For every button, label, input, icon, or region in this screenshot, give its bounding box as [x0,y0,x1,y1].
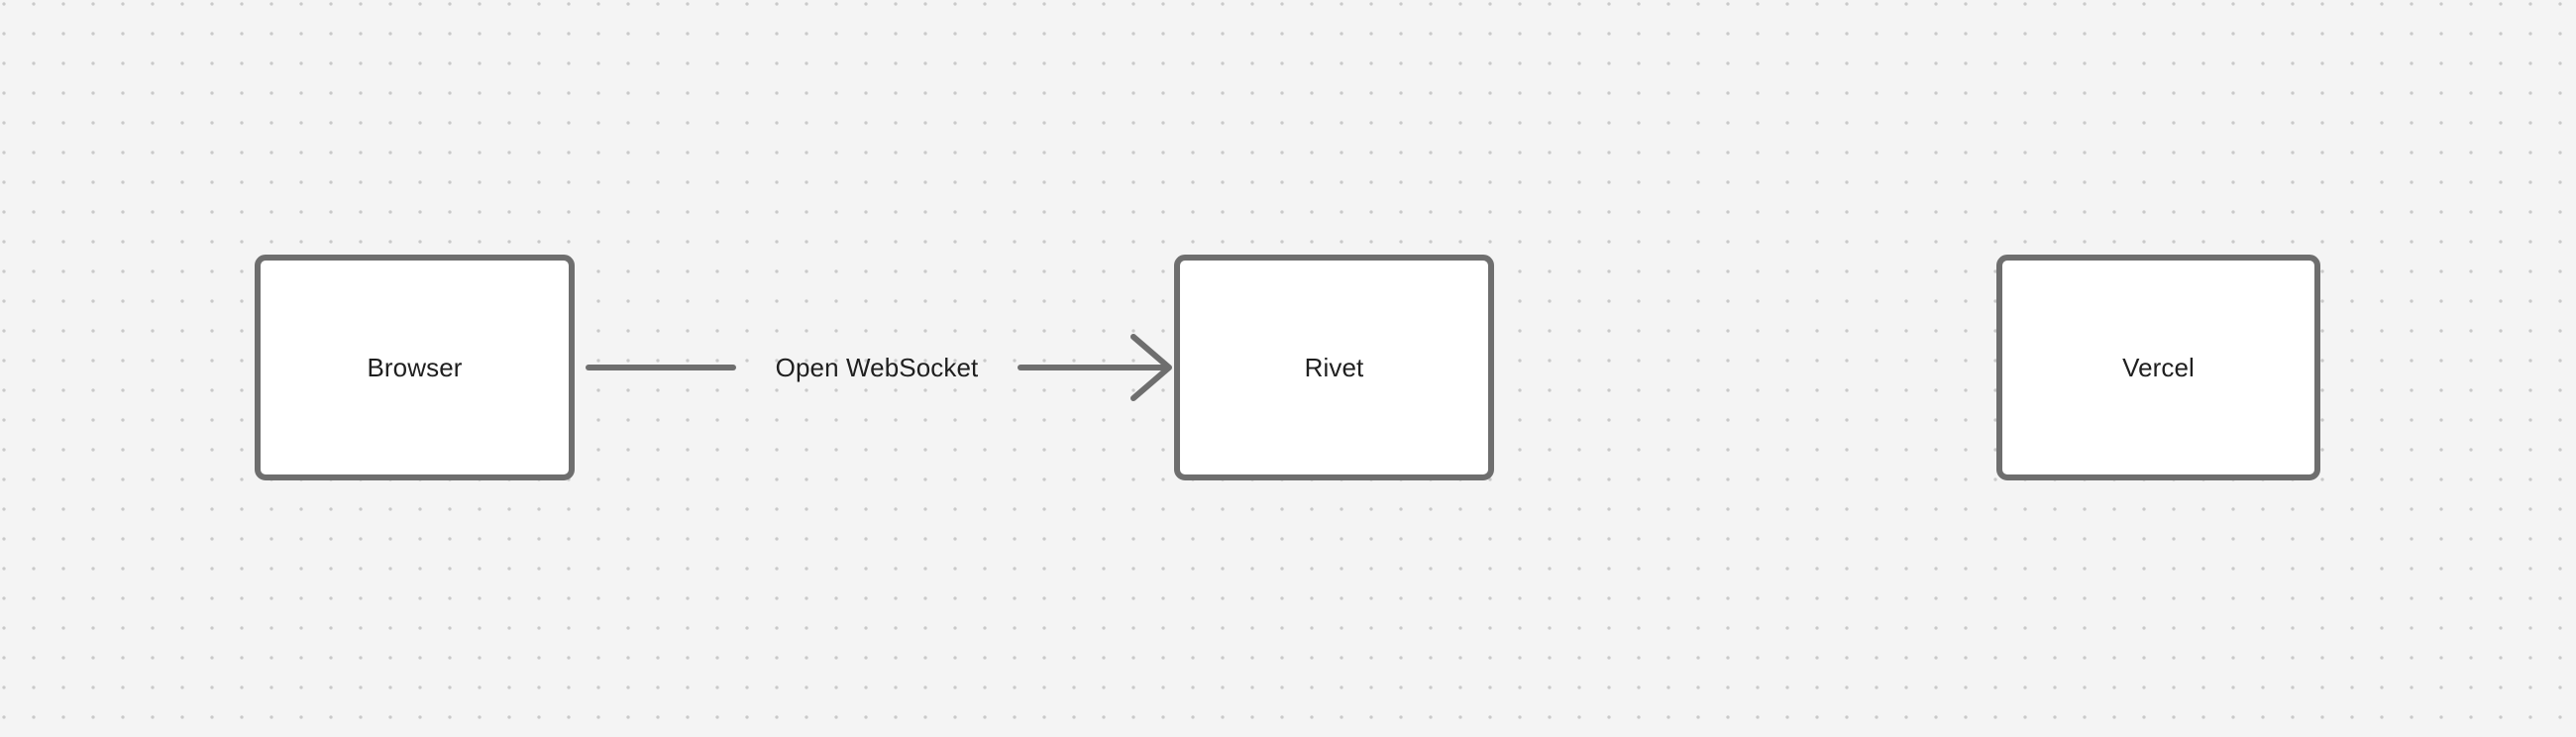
node-browser-label: Browser [367,353,463,382]
node-rivet[interactable]: Rivet [1174,255,1494,480]
node-rivet-label: Rivet [1304,353,1364,382]
node-vercel[interactable]: Vercel [1996,255,2320,480]
arrowhead-icon [1130,334,1172,401]
node-vercel-label: Vercel [2122,353,2195,382]
edge-label-open-websocket: Open WebSocket [775,353,979,382]
node-browser[interactable]: Browser [255,255,575,480]
